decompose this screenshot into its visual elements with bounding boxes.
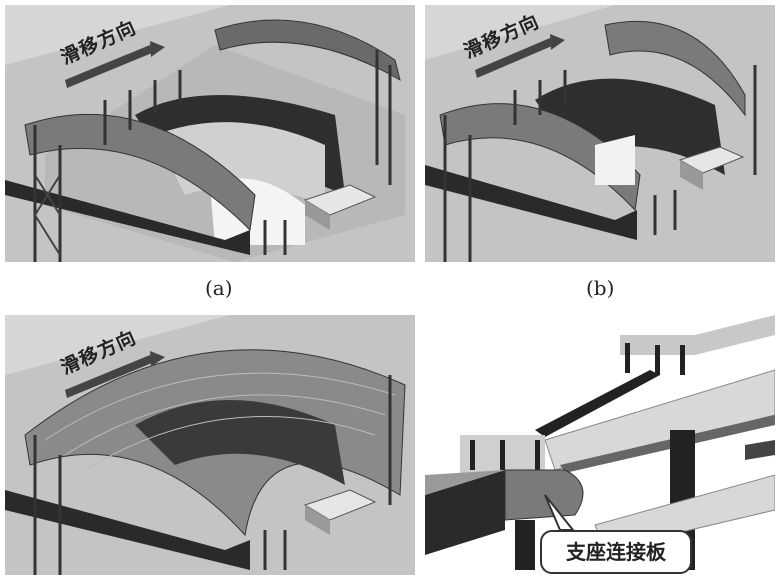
caption-a: (a) <box>205 276 233 300</box>
sliding-roof-stage-b <box>425 5 775 262</box>
sliding-roof-stage-c <box>5 315 415 575</box>
panel-a: 滑移方向 <box>5 5 415 262</box>
panel-c: 滑移方向 <box>5 315 415 575</box>
panel-b: 滑移方向 <box>425 5 775 262</box>
caption-b: (b) <box>586 276 615 300</box>
sliding-roof-stage-a <box>5 5 415 262</box>
support-connection-plate-callout: 支座连接板 <box>540 530 692 574</box>
